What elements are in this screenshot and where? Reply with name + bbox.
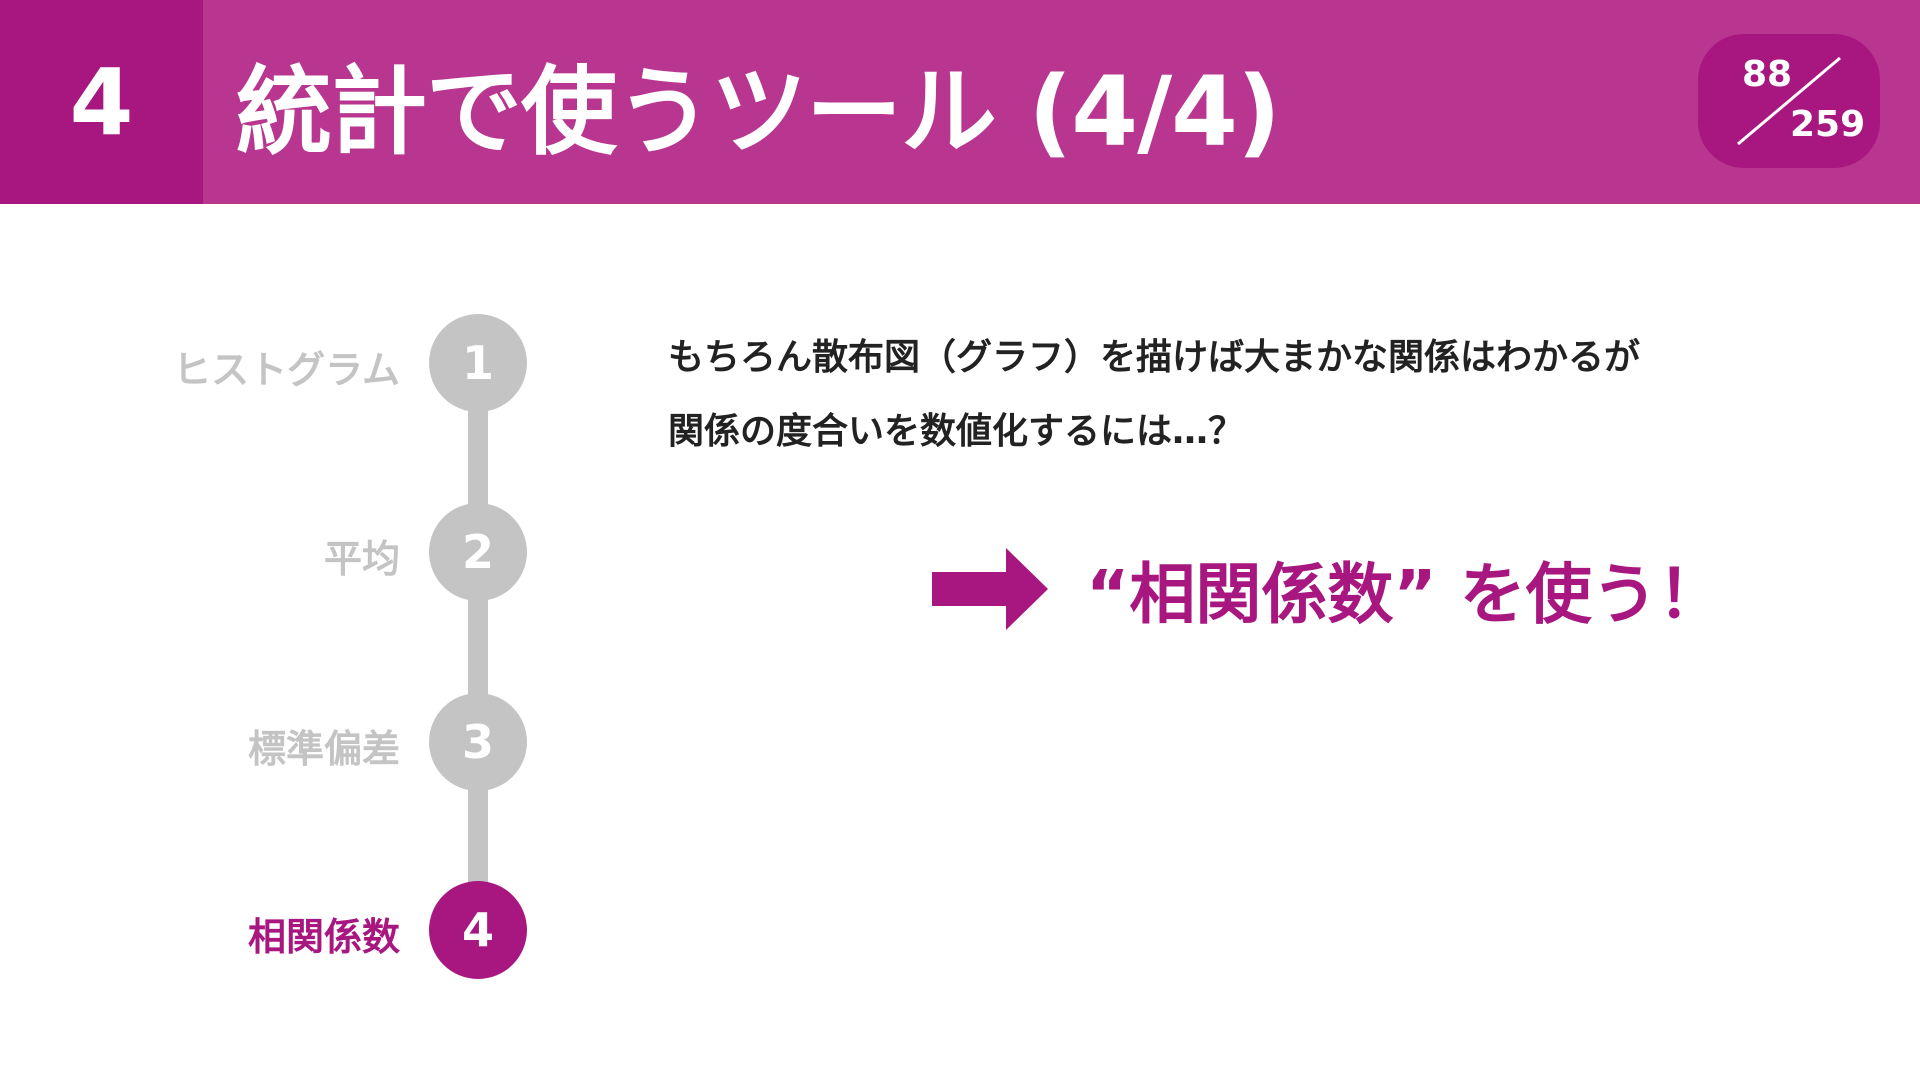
step-label-standard-deviation: 標準偏差 xyxy=(247,727,400,771)
emphasis-text: “相関係数” を使う！ xyxy=(1086,556,1724,633)
step-circle-4: 4 xyxy=(429,881,527,979)
slash-divider-icon xyxy=(1737,56,1841,146)
step-label-mean: 平均 xyxy=(323,537,400,581)
step-label-histogram: ヒストグラム xyxy=(173,348,400,392)
step-label-correlation: 相関係数 xyxy=(247,915,400,959)
body-text-line-1: もちろん散布図（グラフ）を描けば大まかな関係はわかるが xyxy=(668,337,1641,378)
page-current: 88 xyxy=(1742,54,1793,95)
page-title: 統計で使うツール (4/4) xyxy=(236,55,1281,168)
timeline-connector xyxy=(468,362,488,934)
page-total: 259 xyxy=(1790,104,1866,145)
step-circle-2: 2 xyxy=(429,503,527,601)
right-arrow-icon xyxy=(932,548,1048,630)
section-number: 4 xyxy=(0,0,203,204)
step-circle-1: 1 xyxy=(429,314,527,412)
page-counter-badge: 88 259 xyxy=(1698,34,1880,168)
header-bar: 4 統計で使うツール (4/4) 88 259 xyxy=(0,0,1920,204)
step-circle-3: 3 xyxy=(429,693,527,791)
body-text-line-2: 関係の度合いを数値化するには…？ xyxy=(668,411,1245,452)
